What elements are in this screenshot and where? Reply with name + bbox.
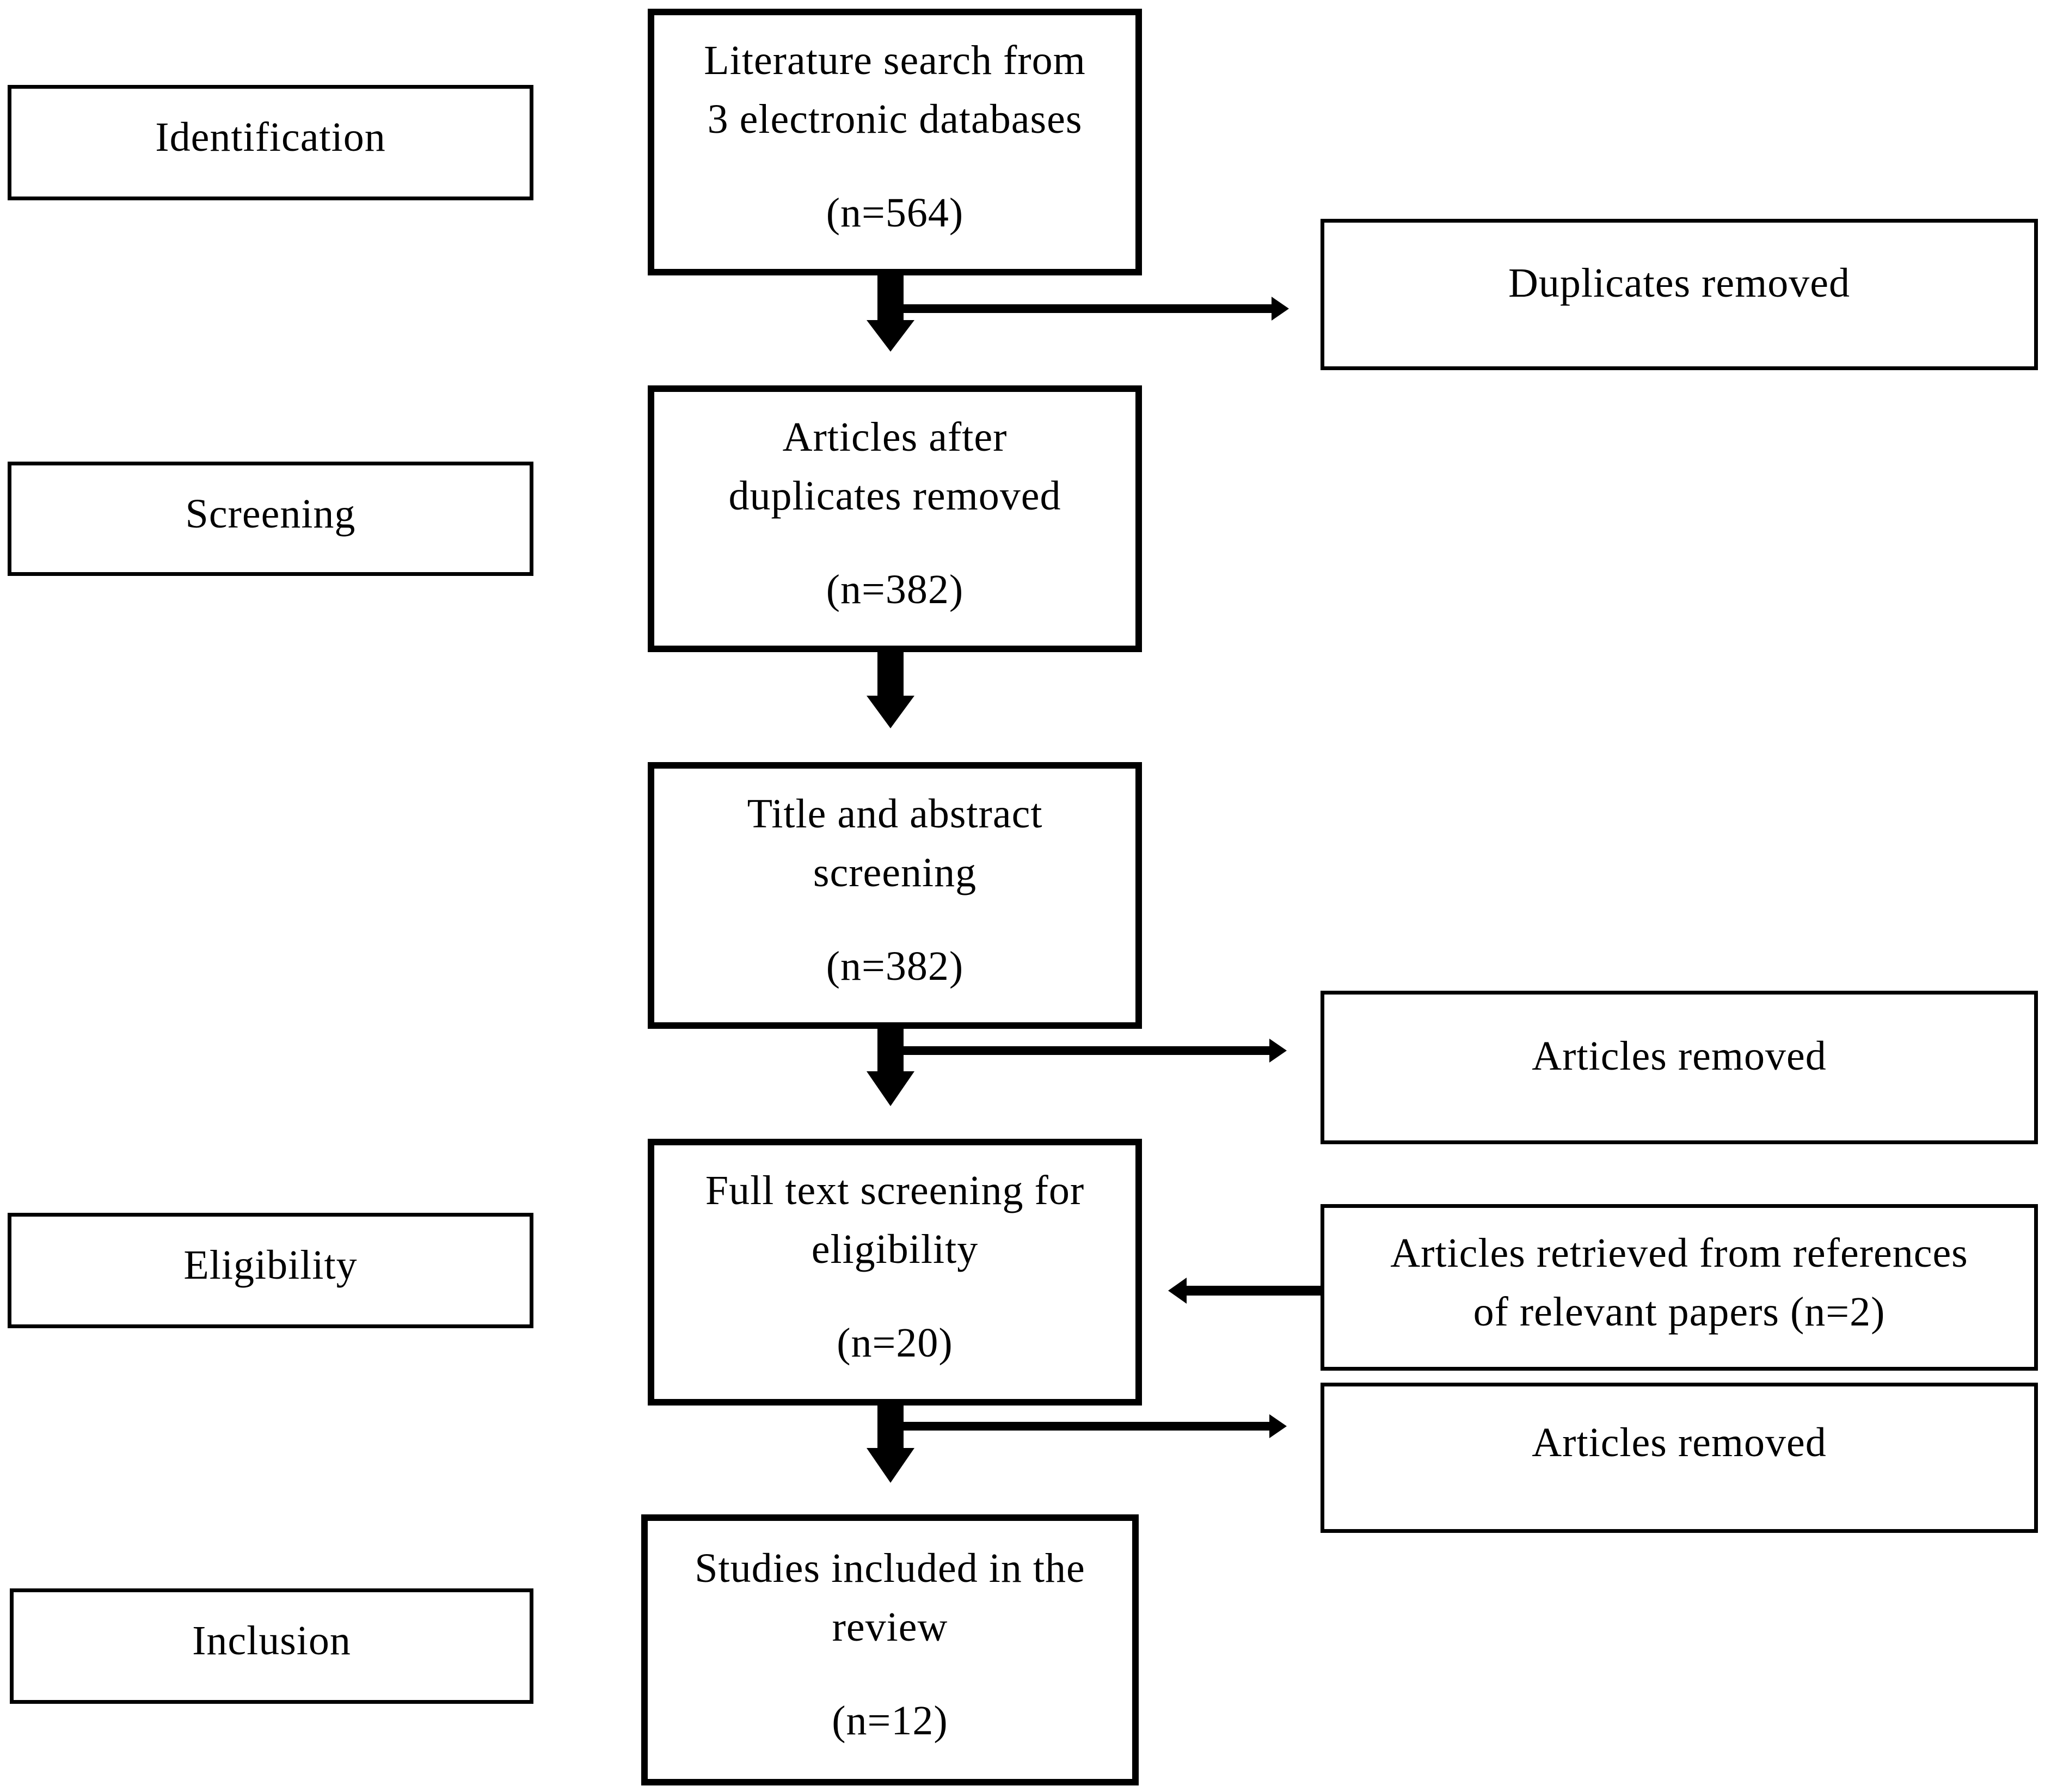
flow-included-line1: Studies included in the (695, 1545, 1085, 1591)
flow-search-count: (n=564) (826, 190, 964, 236)
left-arrow-retrieved (1168, 1278, 1322, 1304)
stage-identification-label: Identification (155, 114, 386, 160)
flow-box-title-abstract: Title and abstract screening (n=382) (648, 762, 1142, 1029)
flow-box-search: Literature search from 3 electronic data… (648, 9, 1142, 275)
side-box-articles-removed-2: Articles removed (1321, 1383, 2038, 1533)
side-duplicates-removed-label: Duplicates removed (1508, 260, 1850, 306)
side-retrieved-line1: Articles retrieved from references (1390, 1230, 1968, 1276)
flow-after-duplicates-line2: duplicates removed (728, 473, 1061, 519)
flow-title-abstract-line2: screening (813, 850, 977, 895)
flow-after-duplicates-count: (n=382) (826, 567, 964, 612)
flow-included-count: (n=12) (832, 1698, 948, 1744)
side-box-articles-removed-1: Articles removed (1321, 991, 2038, 1144)
right-arrow-duplicates (891, 297, 1289, 321)
down-arrow-3 (867, 1023, 914, 1106)
flow-search-line1: Literature search from (704, 38, 1086, 83)
side-box-retrieved: Articles retrieved from references of re… (1321, 1204, 2038, 1371)
flow-full-text-line2: eligibility (811, 1226, 979, 1272)
flow-box-included: Studies included in the review (n=12) (641, 1514, 1139, 1785)
right-arrow-removed-2 (891, 1414, 1287, 1438)
flow-box-full-text: Full text screening for eligibility (n=2… (648, 1139, 1142, 1406)
flow-title-abstract-line1: Title and abstract (747, 791, 1043, 837)
stage-eligibility-label: Eligibility (183, 1242, 358, 1288)
flow-title-abstract-count: (n=382) (826, 943, 964, 989)
stage-eligibility: Eligibility (8, 1213, 533, 1328)
stage-inclusion: Inclusion (10, 1588, 533, 1704)
flow-search-line2: 3 electronic databases (707, 96, 1083, 142)
flow-full-text-count: (n=20) (837, 1320, 953, 1366)
side-retrieved-line2: of relevant papers (n=2) (1473, 1289, 1886, 1335)
flow-included-line2: review (832, 1604, 948, 1650)
flow-full-text-line1: Full text screening for (705, 1168, 1085, 1213)
flow-after-duplicates-line1: Articles after (782, 414, 1008, 460)
stage-screening: Screening (8, 462, 533, 576)
stage-inclusion-label: Inclusion (192, 1618, 351, 1664)
stage-screening-label: Screening (185, 491, 356, 537)
side-articles-removed-2-label: Articles removed (1532, 1420, 1827, 1465)
right-arrow-removed-1 (891, 1039, 1287, 1063)
stage-identification: Identification (8, 85, 533, 200)
down-arrow-4 (867, 1400, 914, 1483)
flow-box-after-duplicates: Articles after duplicates removed (n=382… (648, 385, 1142, 652)
side-box-duplicates-removed: Duplicates removed (1321, 219, 2038, 370)
down-arrow-2 (867, 648, 914, 728)
side-articles-removed-1-label: Articles removed (1532, 1033, 1827, 1079)
